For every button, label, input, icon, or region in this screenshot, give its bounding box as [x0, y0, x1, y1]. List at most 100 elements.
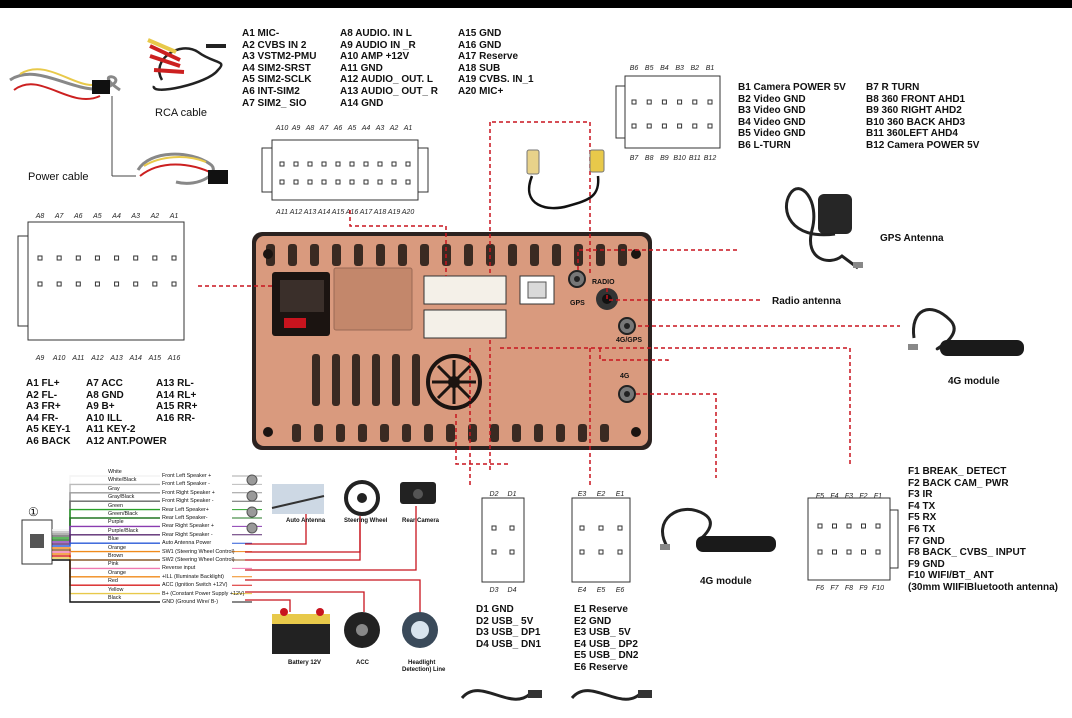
- pin-desc: B12 Camera POWER 5V: [866, 139, 980, 151]
- rear-camera-image: [400, 482, 436, 504]
- device-connection-line: [245, 591, 365, 612]
- wire-function-label: Auto Antenna Power: [162, 540, 212, 547]
- pin-desc: A7 ACC: [86, 378, 123, 389]
- pin-label: A12: [90, 355, 104, 362]
- pin-desc: B8 360 FRONT AHD1: [866, 93, 966, 105]
- pin-desc: (30mm WIIFIBluetooth antenna): [908, 581, 1058, 593]
- pin-socket: [509, 549, 515, 555]
- harness-wire: [52, 483, 160, 533]
- pin-desc: A11 GND: [340, 62, 383, 74]
- vent-slot: [596, 244, 605, 266]
- pin-socket: [391, 161, 397, 167]
- pin-socket: [579, 525, 585, 531]
- pin-label: E6: [616, 587, 625, 594]
- 4g-gps-port-label: 4G/GPS: [616, 337, 643, 344]
- vent-slot: [446, 424, 455, 442]
- pin-socket: [846, 523, 852, 529]
- pin-label: A9: [35, 355, 45, 362]
- pin-label: A1: [403, 125, 413, 132]
- speaker-icon: [246, 490, 258, 502]
- pin-socket: [677, 123, 683, 129]
- pin-desc: F7 GND: [908, 535, 945, 547]
- pin-label: A13: [303, 209, 317, 216]
- pin-label: A10: [275, 125, 289, 132]
- pin-desc: B4 Video GND: [738, 116, 806, 128]
- pin-socket: [861, 523, 866, 529]
- wire-function-label: Rear Right Speaker +: [162, 523, 214, 530]
- pin-socket: [579, 549, 585, 555]
- pin-desc: F6 TX: [908, 523, 936, 535]
- pin-socket: [75, 255, 81, 261]
- speaker-icons: [246, 474, 258, 534]
- pin-socket: [391, 179, 397, 185]
- wire-color-label: White/Black: [108, 477, 137, 484]
- pin-desc: A9 AUDIO IN _R: [340, 39, 416, 51]
- pin-desc: A14 GND: [340, 97, 384, 109]
- harness-wires: [52, 475, 421, 612]
- vent-slot: [376, 244, 385, 266]
- wire-function-label: SW1 (Steering Wheel Control): [162, 548, 235, 555]
- pin-label: A16: [167, 355, 181, 362]
- pin-label: A12: [289, 209, 303, 216]
- wire-function-label: Rear Left Speaker-: [162, 515, 208, 521]
- vent-slot: [312, 354, 320, 406]
- pin-socket: [631, 123, 637, 129]
- pin-label: A2: [389, 125, 399, 132]
- wire-function-label: Front Left Speaker -: [162, 481, 210, 488]
- harness-wire: [52, 559, 160, 603]
- 4g-module-bottom-label: 4G module: [700, 576, 752, 587]
- wiring-loom-image: [9, 68, 121, 100]
- pin-label: A18: [373, 209, 387, 216]
- radio-port-label: RADIO: [592, 279, 615, 286]
- callout-lines: [198, 121, 900, 488]
- vent-slot: [412, 354, 420, 406]
- vent-slot: [380, 424, 389, 442]
- pin-desc: A4 FR-: [26, 412, 59, 424]
- camera-adapter-image: [526, 149, 605, 210]
- vent-slot: [534, 424, 543, 442]
- rear-camera-caption: Rear Camera: [402, 518, 440, 524]
- pin-desc: E5 USB_ DN2: [574, 650, 639, 662]
- pin-socket: [875, 549, 881, 555]
- pin-label: A1: [169, 213, 179, 220]
- pin-desc: D1 GND: [476, 604, 514, 615]
- steering-wheel-caption: Steering Wheel: [344, 518, 388, 524]
- pin-desc: B1 Camera POWER 5V: [738, 82, 846, 93]
- pin-label: B7: [630, 155, 640, 162]
- device-connection-line: [245, 579, 421, 612]
- device-connection-line: [245, 518, 361, 561]
- pin-desc: A16 GND: [458, 39, 502, 51]
- pin-socket: [75, 281, 81, 287]
- wire-color-label: Green/Black: [108, 511, 138, 517]
- pin-socket: [617, 549, 623, 555]
- gps-port-label: GPS: [570, 300, 585, 307]
- vent-slot: [358, 424, 367, 442]
- pin-label: A19: [387, 209, 401, 216]
- pin-label: A11: [71, 355, 84, 362]
- vent-slot: [332, 354, 340, 406]
- head-unit: [252, 232, 652, 450]
- pin-socket: [646, 123, 652, 129]
- wire-color-label: Green: [108, 502, 123, 509]
- speaker-icon: [246, 506, 258, 518]
- vent-slot: [556, 424, 565, 442]
- pin-label: A3: [130, 213, 140, 220]
- wire-function-label: B+ (Constant Power Supply +12V): [162, 590, 245, 597]
- pin-label: B9: [660, 155, 669, 162]
- pin-label: A9: [291, 125, 301, 132]
- pin-socket: [405, 179, 411, 185]
- pin-socket: [861, 549, 866, 555]
- vent-slot: [512, 424, 521, 442]
- pin-desc: A20 MIC+: [458, 85, 504, 97]
- pin-socket: [661, 99, 667, 105]
- headlight-caption: Headlight: [408, 660, 436, 666]
- pin-desc: E4 USB_ DP2: [574, 638, 638, 650]
- pin-label: E4: [578, 587, 587, 594]
- wire-function-label: Front Right Speaker +: [162, 489, 215, 496]
- pin-desc: A4 SIM2-SRST: [242, 62, 311, 74]
- 4g-module-top-label: 4G module: [948, 376, 1000, 387]
- pin-socket: [279, 179, 285, 185]
